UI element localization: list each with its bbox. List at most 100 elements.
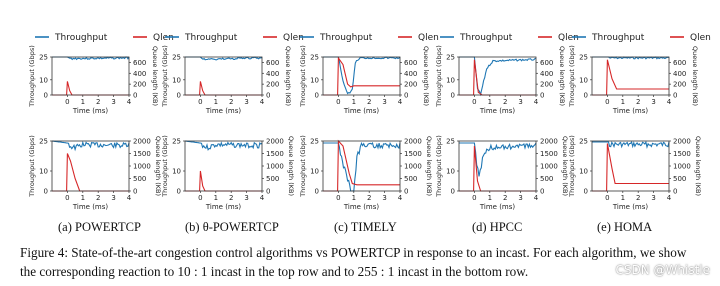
- y-axis-label: Throughput (Gbps): [299, 135, 307, 198]
- qlen-line: [592, 143, 669, 192]
- x-tick-label: 2: [636, 194, 640, 202]
- x-axis-label: Time (ms): [479, 107, 516, 115]
- y-tick-label: 0: [451, 188, 455, 196]
- y-tick-label: 0: [584, 92, 588, 100]
- y2-tick-label: 200: [266, 81, 279, 89]
- x-tick-label: 2: [503, 194, 507, 202]
- y2-axis-label: Queue length (KB): [284, 46, 292, 106]
- y-tick-label: 25: [446, 54, 455, 62]
- x-tick-label: 3: [111, 98, 115, 106]
- y2-tick-label: 2000: [673, 138, 691, 146]
- x-tick-label: 3: [651, 98, 655, 106]
- x-tick-label: 0: [605, 98, 609, 106]
- y2-tick-label: 1000: [673, 163, 691, 171]
- y2-tick-label: 500: [673, 175, 686, 183]
- y2-tick-label: 2000: [404, 138, 422, 146]
- x-tick-label: 0: [198, 98, 202, 106]
- y-axis-label: Throughput (Gbps): [28, 135, 36, 198]
- y2-tick-label: 0: [404, 92, 408, 100]
- y-tick-label: 10: [579, 168, 588, 176]
- y2-tick-label: 1500: [540, 150, 558, 158]
- y-tick-label: 25: [579, 54, 588, 62]
- y-tick-label: 25: [310, 54, 319, 62]
- qlen-line: [185, 170, 262, 192]
- x-tick-label: 2: [367, 98, 371, 106]
- qlen-line: [52, 81, 129, 96]
- x-axis-label: Time (ms): [205, 203, 242, 211]
- x-tick-label: 4: [127, 98, 132, 106]
- x-tick-label: 3: [244, 98, 248, 106]
- throughput-line: [323, 141, 401, 192]
- x-tick-label: 4: [127, 194, 132, 202]
- x-tick-label: 4: [260, 194, 265, 202]
- y2-axis-label: Queue length (KB): [691, 46, 699, 106]
- x-axis-label: Time (ms): [72, 203, 109, 211]
- y2-tick-label: 0: [133, 188, 137, 196]
- subfigure-label-c: (c) TIMELY: [334, 220, 397, 234]
- y2-axis-label: Queue length (KB): [561, 136, 569, 196]
- x-tick-label: 4: [398, 98, 403, 106]
- x-tick-label: 2: [503, 98, 507, 106]
- x-tick-label: 4: [534, 194, 539, 202]
- axes-frame: [51, 140, 130, 192]
- y2-tick-label: 1500: [404, 150, 422, 158]
- y-tick-label: 10: [39, 76, 48, 84]
- y2-tick-label: 1500: [133, 150, 151, 158]
- y-axis-label: Throughput (Gbps): [435, 45, 443, 108]
- axes-frame: [51, 56, 130, 96]
- x-tick-label: 2: [367, 194, 371, 202]
- y-tick-label: 10: [446, 76, 455, 84]
- x-tick-label: 2: [96, 194, 100, 202]
- y-tick-label: 25: [39, 138, 48, 146]
- qlen-line: [323, 56, 400, 96]
- subfigure-label-e: (e) HOMA: [597, 220, 653, 234]
- y-tick-label: 10: [172, 76, 181, 84]
- caption-line-1: Figure 4: State-of-the-art congestion co…: [20, 245, 687, 260]
- y2-tick-label: 200: [404, 81, 417, 89]
- y2-axis-label: Queue length (KB): [287, 136, 295, 196]
- y-tick-label: 25: [310, 138, 319, 146]
- y-tick-label: 0: [44, 92, 48, 100]
- legend-qlen-label: Qlen: [690, 33, 711, 43]
- y-tick-label: 10: [579, 76, 588, 84]
- throughput-line: [185, 56, 263, 61]
- y2-tick-label: 500: [266, 175, 279, 183]
- y-tick-label: 25: [172, 138, 181, 146]
- y2-tick-label: 0: [540, 188, 544, 196]
- x-axis-label: Time (ms): [479, 203, 516, 211]
- x-tick-label: 4: [398, 194, 403, 202]
- x-axis-label: Time (ms): [205, 107, 242, 115]
- y-tick-label: 25: [446, 138, 455, 146]
- y2-tick-label: 1000: [540, 163, 558, 171]
- y-axis-label: Throughput (Gbps): [568, 45, 576, 108]
- throughput-line: [51, 140, 130, 152]
- y2-tick-label: 2000: [133, 138, 151, 146]
- throughput-line: [459, 142, 537, 177]
- y-tick-label: 25: [579, 138, 588, 146]
- subfigure-label-b: (b) θ-POWERTCP: [185, 220, 279, 234]
- x-tick-label: 4: [260, 98, 265, 106]
- axes-frame: [184, 140, 263, 192]
- y2-tick-label: 600: [404, 59, 417, 67]
- y2-tick-label: 0: [673, 188, 677, 196]
- qlen-line: [185, 81, 262, 96]
- y2-tick-label: 0: [673, 92, 677, 100]
- legend-qlen-label: Qlen: [558, 33, 579, 43]
- y2-tick-label: 400: [266, 70, 279, 78]
- y2-tick-label: 400: [540, 70, 553, 78]
- y2-tick-label: 600: [540, 59, 553, 67]
- y-tick-label: 10: [39, 168, 48, 176]
- x-tick-label: 0: [336, 194, 340, 202]
- y-tick-label: 0: [177, 188, 181, 196]
- y-axis-label: Throughput (Gbps): [161, 135, 169, 198]
- y2-tick-label: 600: [673, 59, 686, 67]
- x-tick-label: 4: [667, 98, 672, 106]
- x-tick-label: 2: [96, 98, 100, 106]
- legend-qlen-label: Qlen: [418, 33, 439, 43]
- y2-tick-label: 200: [540, 81, 553, 89]
- y-tick-label: 0: [584, 188, 588, 196]
- y-tick-label: 10: [172, 168, 181, 176]
- y-tick-label: 10: [310, 168, 319, 176]
- axes-frame: [184, 56, 263, 96]
